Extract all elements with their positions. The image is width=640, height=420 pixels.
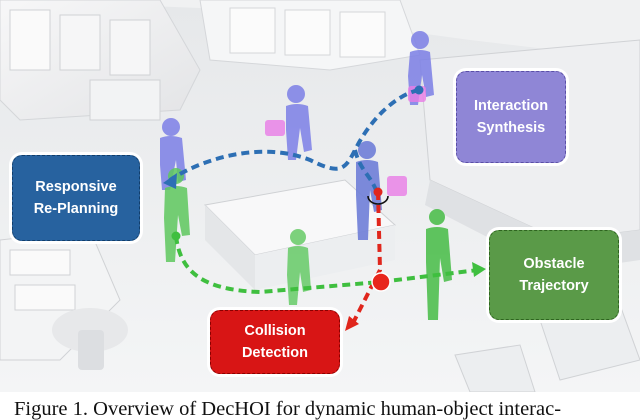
plant bbox=[52, 308, 128, 370]
blue-trajectory-branch bbox=[353, 149, 378, 191]
rotation-arc-icon bbox=[367, 195, 389, 205]
green-trajectory-arrow bbox=[472, 262, 486, 277]
red-trajectory-arrow bbox=[345, 316, 359, 331]
green-trajectory-start bbox=[171, 231, 181, 241]
responsive-replanning-box: Responsive Re-Planning bbox=[12, 155, 140, 241]
human-blue-2 bbox=[286, 85, 312, 160]
interaction-synthesis-line1: Interaction bbox=[473, 98, 549, 114]
upper-cabinets bbox=[199, 0, 421, 71]
object-pink-1 bbox=[265, 120, 285, 136]
chairs bbox=[454, 304, 640, 392]
scene-illustration bbox=[0, 0, 640, 392]
figure-caption: Figure 1. Overview of DecHOI for dynamic… bbox=[14, 398, 562, 420]
kitchen-shelves bbox=[0, 0, 201, 121]
teaser-figure: Interaction Synthesis Responsive Re-Plan… bbox=[0, 0, 640, 392]
collision-point bbox=[371, 272, 391, 292]
responsive-replanning-line1: Responsive bbox=[35, 179, 117, 195]
blue-trajectory-start bbox=[414, 85, 424, 95]
obstacle-trajectory-box: Obstacle Trajectory bbox=[489, 230, 619, 320]
red-trajectory-start bbox=[373, 187, 383, 197]
blue-trajectory bbox=[168, 88, 420, 182]
collision-detection-line2: Detection bbox=[241, 345, 309, 361]
collision-detection-box: Collision Detection bbox=[210, 310, 340, 374]
interaction-synthesis-box: Interaction Synthesis bbox=[456, 71, 566, 163]
red-trajectory bbox=[350, 191, 383, 326]
obstacle-trajectory-line2: Trajectory bbox=[519, 278, 589, 294]
back-wall bbox=[0, 0, 640, 60]
responsive-replanning-line2: Re-Planning bbox=[33, 201, 119, 217]
blue-trajectory-arrow bbox=[163, 173, 177, 189]
obstacle-trajectory-line1: Obstacle bbox=[523, 256, 585, 272]
collision-detection-line1: Collision bbox=[244, 323, 306, 339]
green-trajectory bbox=[174, 235, 479, 295]
interaction-synthesis-line2: Synthesis bbox=[476, 120, 546, 136]
object-pink-2 bbox=[387, 176, 407, 196]
